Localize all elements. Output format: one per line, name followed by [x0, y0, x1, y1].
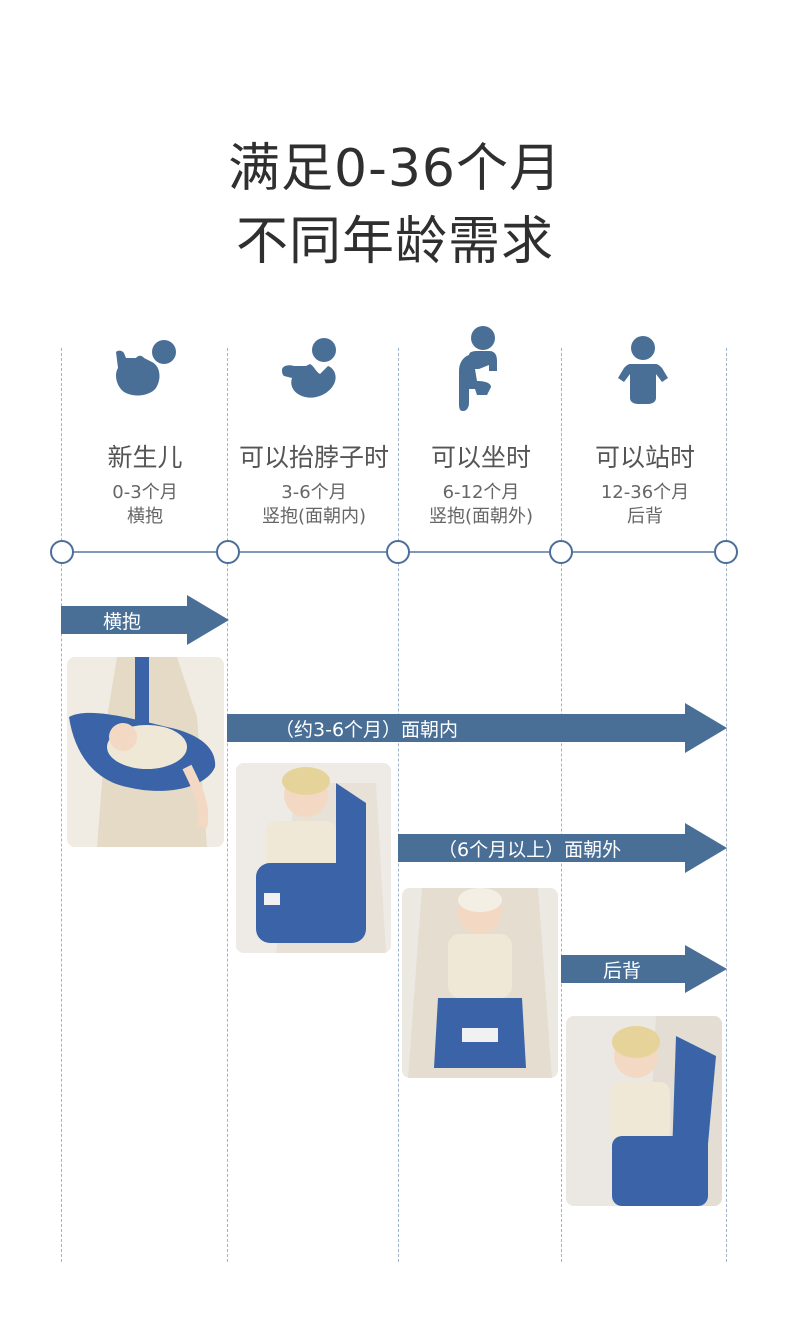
newborn-lying-icon [112, 338, 182, 404]
arrow-facing-out: （6个月以上）面朝外 [398, 823, 727, 873]
photo-facing-out [402, 888, 558, 1078]
timeline-node-3 [386, 540, 410, 564]
title-line-2: 不同年龄需求 [235, 212, 554, 272]
timeline-guide-3 [398, 348, 399, 1262]
timeline-node-2 [216, 540, 240, 564]
timeline-node-5 [714, 540, 738, 564]
arrow-label-facing-out: （6个月以上）面朝外 [438, 838, 622, 861]
stage-label-newborn: 新生儿 [107, 443, 183, 472]
stage-label-standing: 可以站时 [594, 443, 695, 472]
stage-mode-standing: 后背 [627, 506, 663, 527]
stage-label-head-up: 可以抬脖子时 [238, 443, 389, 472]
timeline-node-1 [50, 540, 74, 564]
stage-age-head-up: 3-6个月 [281, 482, 347, 503]
stage-mode-newborn: 横抱 [127, 506, 163, 527]
stage-mode-head-up: 竖抱(面朝内) [261, 506, 367, 527]
arrow-facing-in: （约3-6个月）面朝内 [227, 703, 727, 753]
toddler-standing-icon [618, 336, 668, 412]
arrow-horizontal-hold: 横抱 [61, 595, 229, 645]
timeline-guide-1 [61, 348, 62, 1262]
title-line-1: 满足0-36个月 [227, 139, 563, 199]
timeline-node-4 [549, 540, 573, 564]
timeline-guide-2 [227, 348, 228, 1262]
photo-horizontal-hold [67, 657, 224, 847]
stage-age-sitting: 6-12个月 [442, 482, 520, 503]
arrow-back-carry: 后背 [561, 945, 727, 993]
arrow-label-horizontal-hold: 横抱 [103, 610, 142, 633]
timeline-guide-5 [726, 348, 727, 1262]
stage-label-sitting: 可以坐时 [430, 443, 531, 472]
photo-back-carry [566, 1016, 722, 1206]
baby-head-up-icon [280, 336, 344, 406]
baby-sitting-icon [455, 325, 505, 419]
stage-age-standing: 12-36个月 [600, 482, 690, 503]
arrow-label-facing-in: （约3-6个月）面朝内 [275, 718, 459, 741]
photo-facing-in [236, 763, 391, 953]
timeline-guide-4 [561, 348, 562, 1262]
stage-age-newborn: 0-3个月 [112, 482, 178, 503]
arrow-label-back-carry: 后背 [603, 959, 642, 982]
stage-mode-sitting: 竖抱(面朝外) [428, 506, 534, 527]
